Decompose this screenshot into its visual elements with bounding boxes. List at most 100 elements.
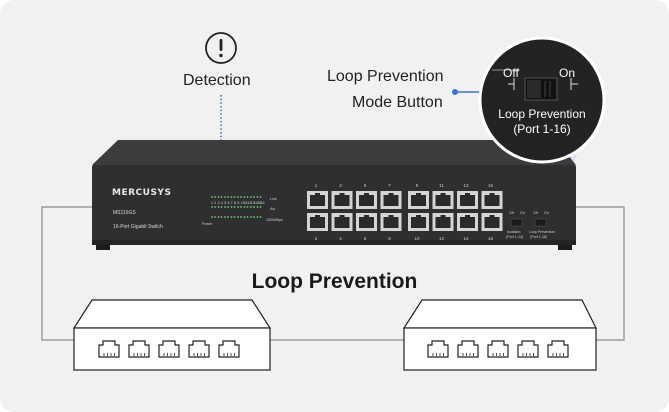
zoom-range-label: (Port 1-16) (513, 122, 570, 136)
led-legend-act: Act (270, 207, 275, 211)
ethernet-port-clip (364, 193, 369, 196)
ethernet-port-clip (489, 215, 495, 218)
led-dot (253, 206, 255, 208)
ethernet-port-socket (435, 217, 451, 228)
dip-loop-on: On (544, 211, 549, 215)
led-number: 15 (257, 201, 261, 205)
led-number: 5 (224, 201, 226, 205)
led-dot (224, 196, 226, 198)
led-dot (253, 216, 255, 218)
diagram-title: Loop Prevention (251, 270, 418, 293)
switch-model: MS116GS (113, 210, 136, 216)
ethernet-port-clip (339, 215, 345, 218)
led-dot (224, 216, 226, 218)
switch-dip-buttons: Off On Isolation (Port 1-14) Off On Loop… (506, 211, 555, 239)
cable-left (41, 206, 110, 341)
led-dot (237, 196, 239, 198)
led-dot (246, 206, 249, 208)
ethernet-port-socket (383, 217, 399, 228)
port-number-bottom: 2 (315, 236, 318, 241)
port-number-top: 9 (416, 183, 419, 188)
port-number-top: 11 (439, 183, 444, 188)
led-dot (237, 206, 239, 208)
led-dot (220, 206, 223, 208)
led-dot (230, 196, 233, 198)
ethernet-port-socket (310, 195, 325, 206)
cable-right (575, 206, 625, 341)
led-number: 4 (221, 201, 223, 205)
led-number: 16 (261, 201, 265, 205)
ethernet-port-socket (435, 195, 451, 206)
network-cables (41, 206, 625, 341)
led-dot (230, 206, 233, 208)
switch-top-panel (92, 140, 576, 165)
led-dot (243, 216, 246, 218)
ethernet-port-socket (383, 195, 399, 206)
port-number-top: 1 (315, 183, 318, 188)
ethernet-port-clip (465, 215, 470, 218)
led-number: 1 (211, 201, 213, 205)
ethernet-port-socket (334, 195, 350, 206)
left-desktop-switch (72, 299, 272, 371)
port-number-bottom: 12 (439, 236, 445, 241)
port-number-top: 15 (488, 183, 494, 188)
zoom-on-label: On (559, 66, 575, 80)
led-dot (240, 196, 242, 198)
led-legend-link: Link (270, 197, 277, 201)
led-dot (243, 206, 246, 208)
ethernet-port-clip (364, 215, 369, 218)
ethernet-port-clip (440, 215, 446, 218)
dip-isolation-on: On (520, 211, 525, 215)
led-dot (256, 196, 259, 198)
dip-loop-sub: (Port 1-16) (530, 235, 547, 239)
led-dot (230, 216, 233, 218)
led-dot (243, 196, 246, 198)
port-number-bottom: 6 (364, 236, 367, 241)
right-desktop-switch (402, 299, 597, 371)
ethernet-port-clip (465, 193, 470, 196)
led-dot (246, 196, 249, 198)
port-number-bottom: 4 (339, 236, 342, 241)
led-number: 11 (244, 201, 248, 205)
callout-line1: Loop Prevention (327, 68, 444, 85)
led-dot (220, 216, 223, 218)
led-number: 9 (237, 201, 239, 205)
switch-device: MERCUSYS MS116GS 16-Port Gigabit Switch … (92, 140, 576, 250)
port-number-top: 13 (463, 183, 469, 188)
detection-label: Detection (183, 72, 251, 89)
led-dot (250, 216, 252, 218)
ethernet-port-socket (484, 195, 500, 206)
dip-loop-label: Loop Prevention (529, 230, 555, 234)
led-dot (250, 196, 252, 198)
led-dot (214, 216, 216, 218)
switch-ports (307, 191, 503, 231)
led-dot (217, 196, 220, 198)
led-dot (250, 206, 252, 208)
led-dot (246, 216, 249, 218)
led-number: 14 (254, 201, 258, 205)
dip-isolation-label: Isolation (507, 230, 520, 234)
led-number: 7 (231, 201, 233, 205)
led-dot (220, 196, 223, 198)
ethernet-port-clip (489, 193, 495, 196)
port-number-top: 7 (388, 183, 391, 188)
led-dot (256, 206, 259, 208)
zoom-magnifier: Off On Loop Prevention (Port 1-16) (478, 36, 606, 164)
led-dot (211, 216, 213, 218)
led-dot (233, 206, 236, 208)
led-number: 3 (218, 201, 220, 205)
led-dot (214, 196, 216, 198)
ethernet-port-clip (315, 215, 320, 218)
ethernet-port-socket (310, 217, 325, 228)
ethernet-port-clip (440, 193, 446, 196)
led-dot (259, 206, 262, 208)
ethernet-port-clip (388, 193, 394, 196)
power-label: Power (202, 222, 213, 226)
led-dot (211, 196, 213, 198)
led-dot (217, 216, 220, 218)
led-dot (256, 216, 259, 218)
led-dot (259, 216, 262, 218)
ethernet-port-socket (460, 217, 475, 228)
